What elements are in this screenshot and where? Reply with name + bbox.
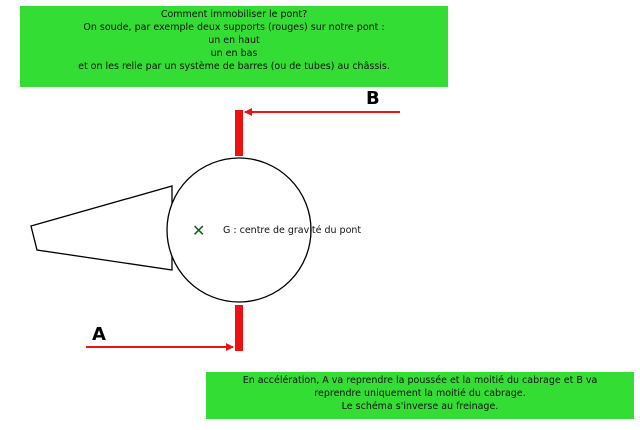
label-a: A: [92, 324, 106, 345]
label-b: B: [366, 88, 380, 109]
top-note: Comment immobiliser le pont? On soude, p…: [20, 6, 448, 87]
top-note-line: On soude, par exemple deux supports (rou…: [83, 22, 385, 33]
axle-body: [166, 157, 312, 303]
top-note-line: Comment immobiliser le pont?: [160, 9, 308, 20]
lower-support: [235, 305, 243, 351]
top-note-line: et on les relie par un système de barres…: [78, 61, 390, 72]
upper-support: [235, 110, 243, 156]
center-of-gravity-label: G : centre de gravité du pont: [223, 225, 361, 236]
bottom-note-line: reprendre uniquement la moitié du cabrag…: [314, 388, 526, 399]
top-note-line: un en haut: [208, 35, 260, 46]
bottom-note: En accélération, A va reprendre la pouss…: [206, 372, 634, 419]
axle-tube: [30, 185, 173, 271]
top-note-line: un en bas: [210, 48, 258, 59]
bottom-note-line: En accélération, A va reprendre la pouss…: [242, 375, 598, 386]
bottom-note-line: Le schéma s'inverse au freinage.: [341, 401, 499, 412]
center-of-gravity-marker: ✕: [192, 221, 205, 240]
